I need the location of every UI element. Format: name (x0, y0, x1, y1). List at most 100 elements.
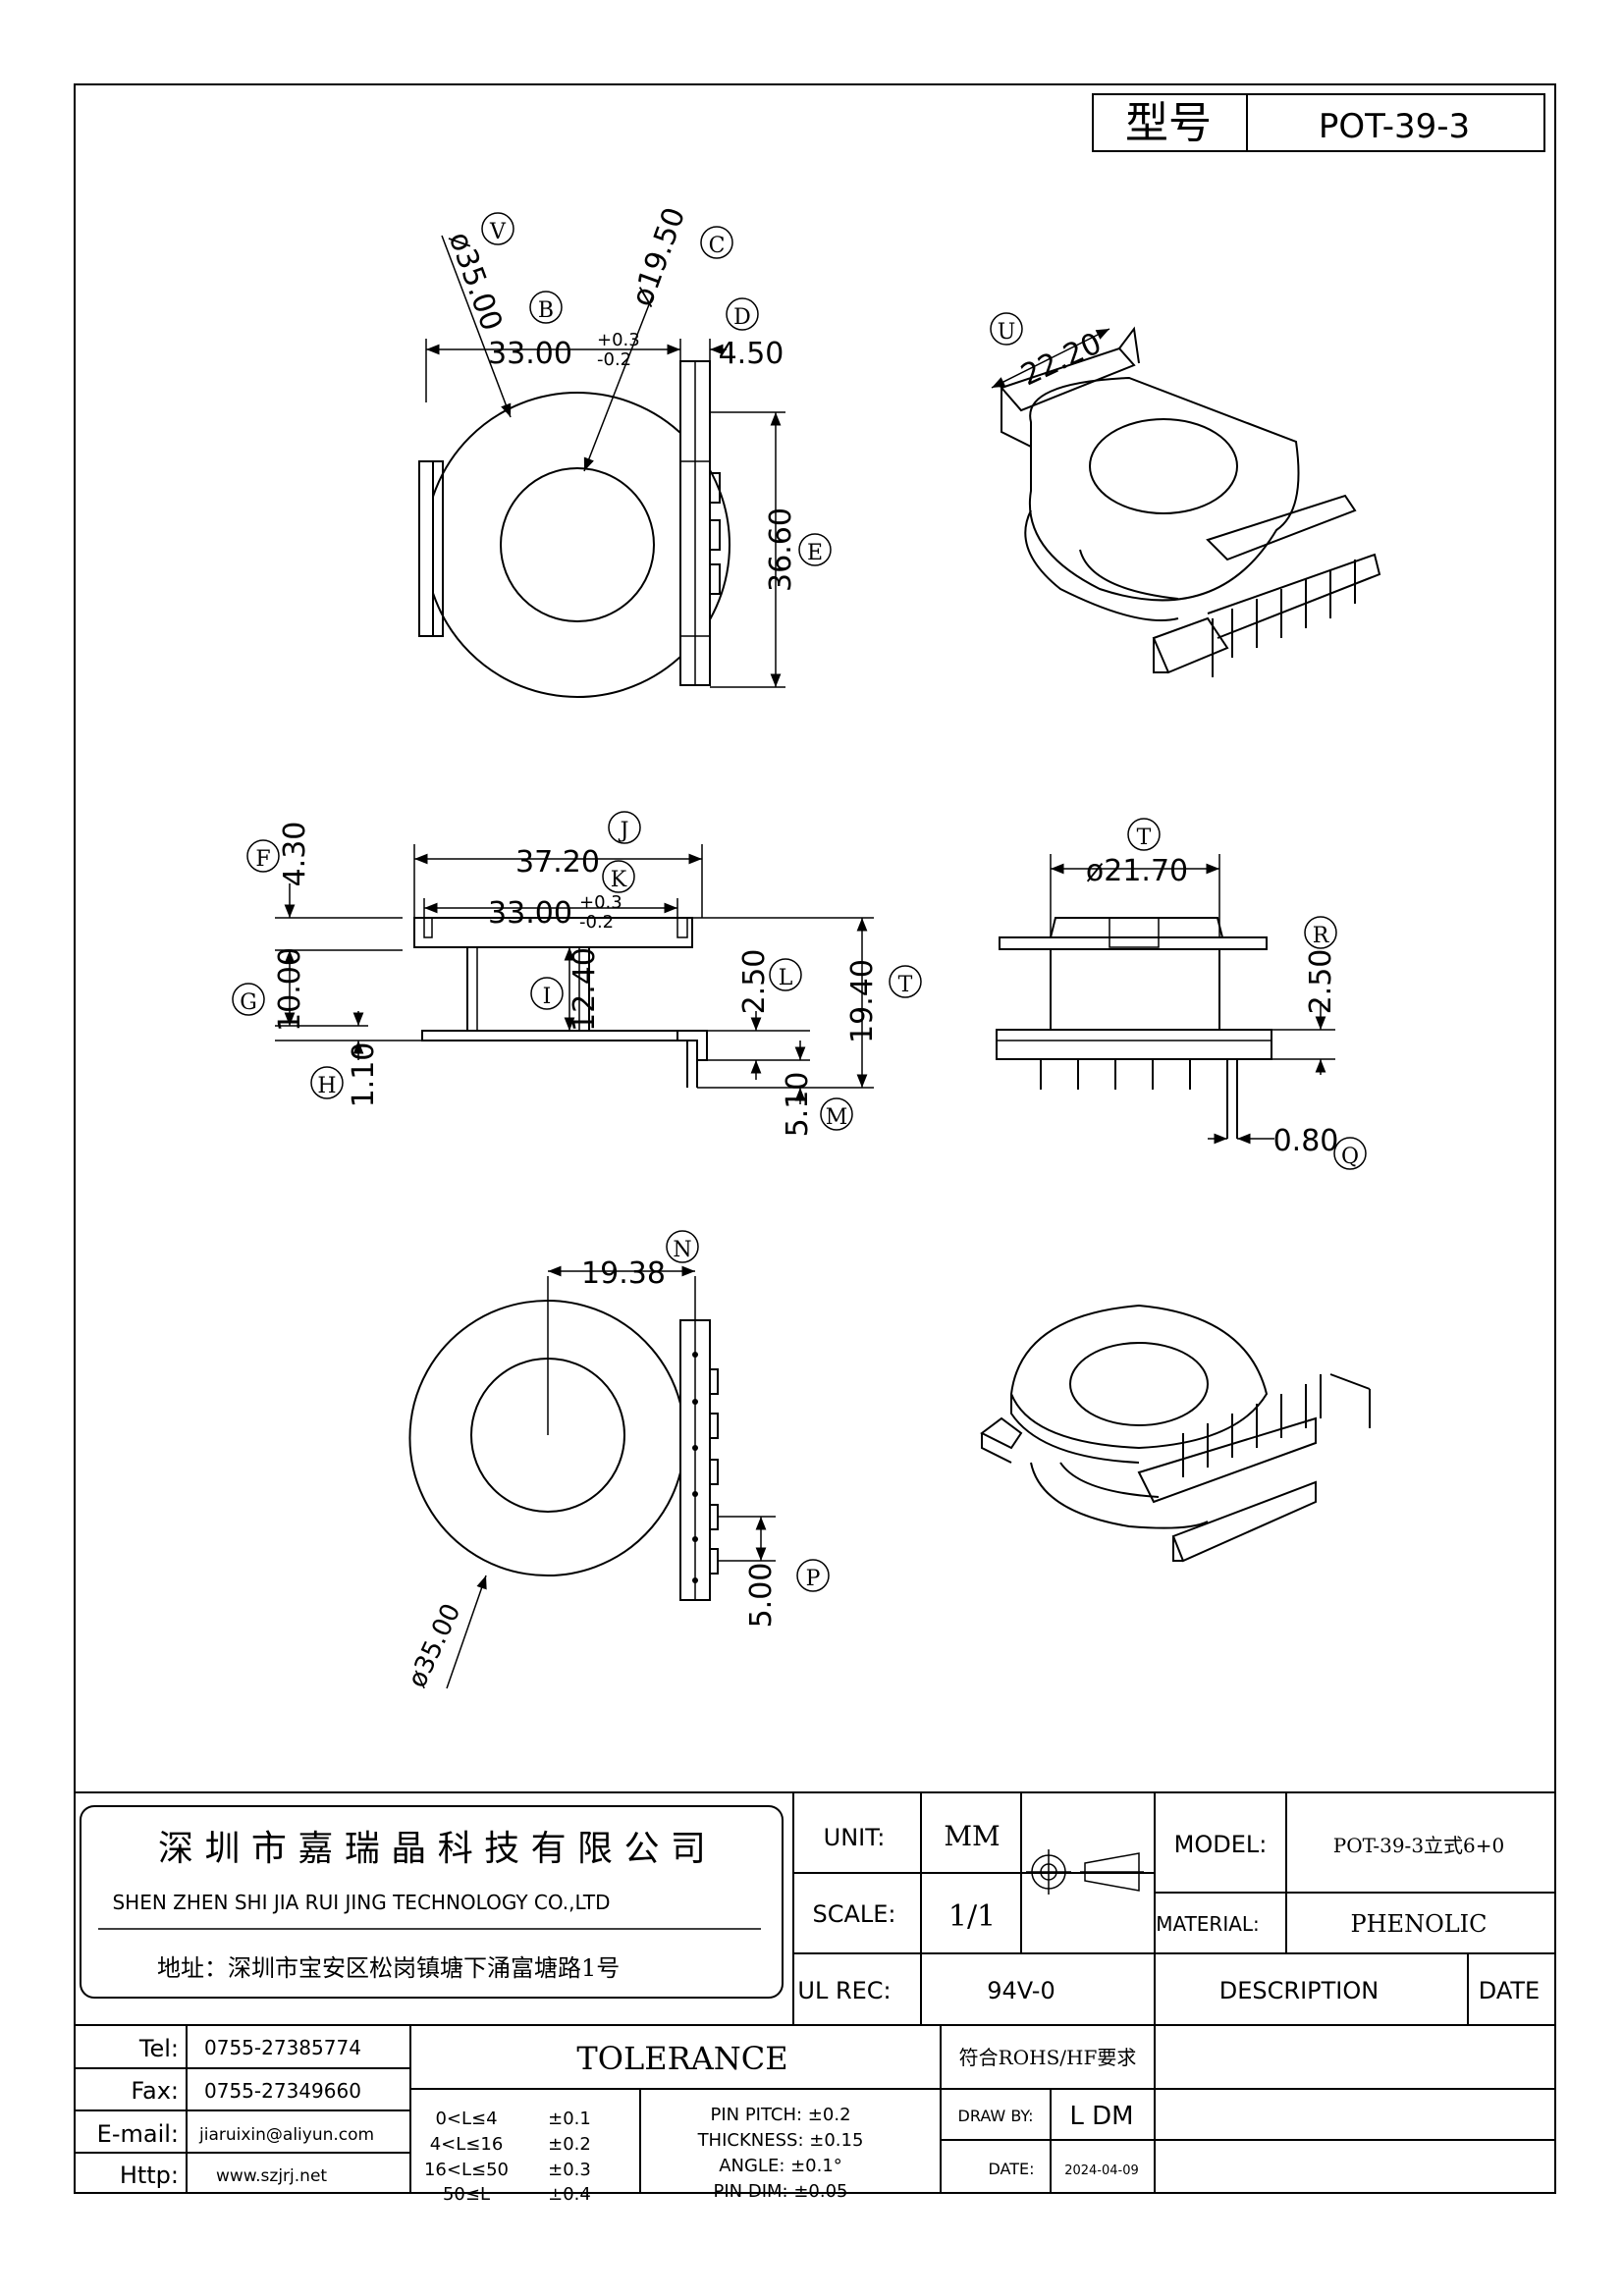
dim-d1950: ø19.50 (625, 203, 693, 311)
dim-h3660: 36.60 (764, 507, 798, 592)
tol-pin-dim: PIN DIM: ±0.05 (714, 2181, 848, 2202)
rohs-note: 符合ROHS/HF要求 (959, 2046, 1137, 2069)
ul-value: 94V-0 (987, 1977, 1055, 2004)
tol-range-0: 0<L≤4 (435, 2109, 497, 2129)
label-J: J (619, 819, 629, 843)
label-N: N (673, 1238, 691, 1262)
iso-pins-1 (1207, 553, 1381, 677)
material-value: PHENOLIC (1350, 1910, 1487, 1938)
dim-w2220: 22.20 (1016, 326, 1108, 393)
label-I: I (543, 985, 552, 1009)
tol-thickness: THICKNESS: ±0.15 (697, 2130, 864, 2151)
tol-val-1: ±0.2 (548, 2134, 591, 2155)
tol-range-1: 4<L≤16 (430, 2134, 504, 2155)
dim-h1940: 19.40 (845, 959, 880, 1043)
label-G: G (240, 990, 257, 1015)
label-Q: Q (1341, 1145, 1359, 1169)
draw-by-label: DRAW BY: (958, 2107, 1034, 2125)
scale-value: 1/1 (948, 1899, 996, 1934)
drawing-frame (74, 83, 1556, 2194)
material-label: MATERIAL: (1156, 1912, 1260, 1936)
dim-w080: 0.80 (1273, 1124, 1339, 1158)
bottom-flange (408, 1300, 681, 1576)
label-H: H (317, 1074, 336, 1098)
label-T-side: T (1137, 826, 1152, 850)
company-box (80, 1805, 784, 1999)
label-F: F (255, 847, 270, 872)
tol-range-2: 16<L≤50 (424, 2160, 509, 2180)
header-model-value: POT-39-3 (1319, 107, 1470, 146)
company-address: 地址：深圳市宝安区松岗镇塘下涌富塘路1号 (157, 1954, 620, 1982)
iso-view-top: 22.20 U (990, 312, 1381, 677)
date-row-label: DATE: (988, 2160, 1034, 2178)
dim-h110: 1.10 (347, 1042, 381, 1108)
tol-minus: -0.2 (597, 349, 631, 370)
iso-pins-2 (1182, 1373, 1371, 1477)
dim-h1000: 10.00 (273, 947, 307, 1032)
date-label: DATE (1479, 1977, 1540, 2004)
dim-h500: 5.00 (744, 1563, 779, 1629)
header-model-box: 型号 POT-39-3 (1092, 93, 1545, 152)
tolerance-title: TOLERANCE (576, 2040, 787, 2077)
front-view: 37.20 33.00 +0.3 -0.2 4.30 10.00 1.10 12… (232, 811, 922, 1138)
dim-w33: 33.00 (488, 337, 572, 371)
projection-symbol (1026, 1849, 1144, 1895)
label-L: L (779, 966, 793, 990)
tol-minus-b: -0.2 (579, 912, 614, 933)
tol-pin-pitch: PIN PITCH: ±0.2 (710, 2105, 850, 2125)
dim-h1240: 12.40 (568, 947, 602, 1032)
draw-by-value: L DM (1069, 2102, 1133, 2131)
dim-d35b: ø35.00 (403, 1599, 466, 1692)
dim-w1938: 19.38 (581, 1256, 666, 1291)
tol-plus-b: +0.3 (579, 892, 622, 913)
model-label: MODEL: (1174, 1831, 1268, 1858)
company-cn: 深 圳 市 嘉 瑞 晶 科 技 有 限 公 司 (158, 1829, 706, 1869)
label-V: V (489, 220, 507, 244)
dim-h430: 4.30 (278, 822, 312, 887)
company-en: SHEN ZHEN SHI JIA RUI JING TECHNOLOGY CO… (112, 1891, 610, 1914)
label-E: E (807, 541, 823, 565)
tol-angle: ANGLE: ±0.1° (719, 2156, 842, 2176)
label-B: B (538, 298, 554, 323)
dim-h250r: 2.50 (1304, 949, 1338, 1015)
label-P: P (806, 1567, 821, 1591)
tol-val-3: ±0.4 (548, 2184, 591, 2205)
http-label: Http: (120, 2162, 179, 2189)
title-block: 深 圳 市 嘉 瑞 晶 科 技 有 限 公 司 SHEN ZHEN SHI JI… (75, 1791, 1555, 2205)
center-hole (500, 467, 655, 622)
unit-label: UNIT: (824, 1824, 886, 1851)
side-view: ø21.70 2.50 0.80 T R Q (996, 818, 1367, 1170)
tol-plus: +0.3 (597, 330, 640, 350)
dim-w33b: 33.00 (488, 896, 572, 931)
dim-h250: 2.50 (737, 949, 772, 1015)
dim-w450: 4.50 (719, 337, 784, 371)
dim-w3720: 37.20 (515, 845, 600, 880)
ul-label: UL REC: (797, 1977, 891, 2004)
top-view: ø35.00 ø19.50 33.00 +0.3 -0.2 4.50 36.60… (418, 203, 832, 698)
tel-value: 0755-27385774 (204, 2036, 361, 2059)
description-label: DESCRIPTION (1219, 1977, 1379, 2004)
model-value: POT-39-3立式6+0 (1333, 1834, 1505, 1857)
side-pins (1040, 1059, 1238, 1139)
dim-d2170: ø21.70 (1086, 854, 1188, 888)
header-model-label: 型号 (1125, 98, 1212, 148)
tol-range-3: 50≤L (443, 2184, 490, 2205)
fax-value: 0755-27349660 (204, 2079, 361, 2103)
email-label: E-mail: (97, 2120, 179, 2148)
iso-view-bottom (980, 1304, 1371, 1563)
tel-label: Tel: (138, 2035, 179, 2062)
label-K: K (611, 868, 627, 892)
email-value: jiaruixin@aliyun.com (198, 2125, 374, 2145)
label-T: T (898, 973, 913, 997)
unit-value: MM (944, 1820, 1000, 1852)
scale-label: SCALE: (812, 1900, 895, 1928)
label-M: M (826, 1105, 848, 1130)
bottom-view: 19.38 5.00 ø35.00 N P (403, 1230, 830, 1692)
http-value: www.szjrj.net (216, 2166, 327, 2186)
dim-h510: 5.10 (781, 1072, 815, 1138)
label-R: R (1313, 924, 1330, 948)
tol-val-2: ±0.3 (548, 2160, 591, 2180)
date-value: 2024-04-09 (1064, 2163, 1139, 2178)
fax-label: Fax: (131, 2077, 179, 2105)
